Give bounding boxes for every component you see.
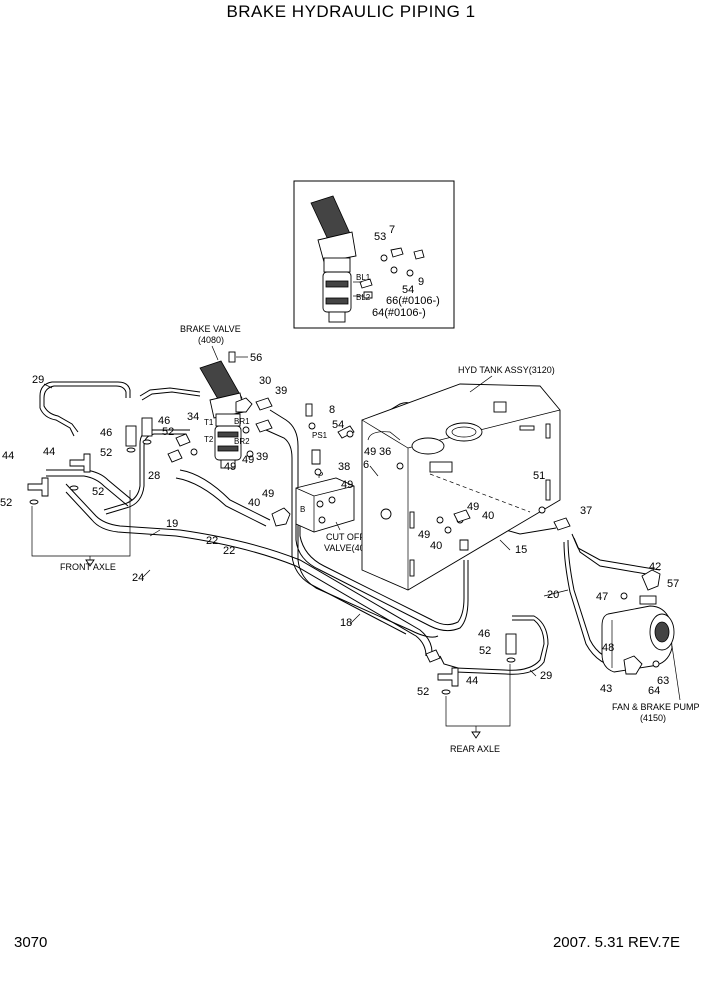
callout-36: 36 [379, 446, 391, 458]
cut-off-valve-label-2: VALVE(4060) [324, 543, 378, 553]
port-ps1-label: PS1 [312, 431, 328, 440]
callout-20: 20 [547, 589, 559, 601]
callout-6: 6 [363, 459, 369, 471]
callout-66: 66(#0106-) [386, 295, 440, 307]
page-title: BRAKE HYDRAULIC PIPING 1 [226, 2, 476, 21]
brake-valve: BRAKE VALVE (4080) T1 T2 BR1 BR2 56 [180, 324, 262, 469]
cut-off-valve: P B CUT OFF VALVE(4060) [271, 471, 378, 553]
callout-52: 52 [479, 645, 491, 657]
hyd-tank-label: HYD TANK ASSY(3120) [458, 365, 555, 375]
misc-fittings: PS1 [167, 397, 571, 663]
page-number: 3070 [14, 934, 48, 951]
callout-18: 18 [340, 617, 352, 629]
callout-22: 22 [206, 535, 218, 547]
callout-37: 37 [580, 505, 592, 517]
pump-label-2: (4150) [640, 713, 666, 723]
callout-29: 29 [32, 374, 44, 386]
inset-detail: BL1 BL2 53 7 9 54 66(#0106-) 64(#0106-) [293, 180, 455, 329]
callout-46: 46 [478, 628, 490, 640]
callout-49: 49 [364, 446, 376, 458]
callout-numbers: 30 39 29 34 46 52 46 52 8 54 49 36 38 6 … [0, 374, 679, 698]
callout-30: 30 [259, 375, 271, 387]
callout-9: 9 [418, 276, 424, 288]
callout-28: 28 [148, 470, 160, 482]
callout-49: 49 [418, 529, 430, 541]
front-axle-label: FRONT AXLE [60, 562, 116, 572]
callout-54: 54 [332, 419, 344, 431]
callout-49: 49 [467, 501, 479, 513]
port-t1-label: T1 [204, 418, 214, 427]
port-p-label: P [318, 471, 323, 480]
callout-40: 40 [430, 540, 442, 552]
callout-46: 46 [100, 427, 112, 439]
callout-43: 43 [600, 683, 612, 695]
cut-off-valve-label-1: CUT OFF [326, 532, 365, 542]
callout-39: 39 [275, 385, 287, 397]
port-bl2-label: BL2 [356, 293, 371, 302]
callout-52: 52 [92, 486, 104, 498]
callout-57: 57 [667, 578, 679, 590]
callout-44: 44 [466, 675, 478, 687]
callout-40: 40 [248, 497, 260, 509]
callout-52: 52 [0, 497, 12, 509]
callout-49: 49 [341, 479, 353, 491]
callout-40: 40 [482, 510, 494, 522]
brake-valve-label: BRAKE VALVE [180, 324, 241, 334]
callout-42: 42 [649, 561, 661, 573]
front-axle-fittings: FRONT AXLE [27, 417, 153, 572]
callout-19: 19 [166, 518, 178, 530]
callout-52: 52 [417, 686, 429, 698]
port-bl1-label: BL1 [356, 273, 371, 282]
callout-64: 64 [648, 685, 660, 697]
callout-49: 49 [262, 488, 274, 500]
callout-63: 63 [657, 675, 669, 687]
callout-44: 44 [2, 450, 14, 462]
callout-46: 46 [158, 415, 170, 427]
callout-8: 8 [329, 404, 335, 416]
callout-56: 56 [250, 352, 262, 364]
callout-51: 51 [533, 470, 545, 482]
fan-brake-pump: FAN & BRAKE PUMP (4150) [601, 569, 700, 723]
rear-axle-fittings: REAR AXLE [437, 633, 517, 754]
callout-52: 52 [162, 426, 174, 438]
hydraulic-tank: HYD TANK ASSY(3120) [361, 365, 561, 591]
rear-axle-label: REAR AXLE [450, 744, 500, 754]
callout-22: 22 [223, 545, 235, 557]
pump-label-1: FAN & BRAKE PUMP [612, 702, 700, 712]
callout-53: 53 [374, 231, 386, 243]
revision-date: 2007. 5.31 REV.7E [552, 934, 680, 951]
callout-15: 15 [515, 544, 527, 556]
callout-64: 64(#0106-) [372, 307, 426, 319]
callout-48: 48 [602, 642, 614, 654]
callout-34: 34 [187, 411, 199, 423]
callout-7: 7 [389, 224, 395, 236]
callout-49: 49 [242, 454, 254, 466]
callout-49: 49 [224, 461, 236, 473]
callout-29: 29 [540, 670, 552, 682]
callout-54: 54 [402, 284, 414, 296]
callout-39: 39 [256, 451, 268, 463]
brake-valve-code: (4080) [198, 335, 224, 345]
callout-44: 44 [43, 446, 55, 458]
callout-47: 47 [596, 591, 608, 603]
callout-38: 38 [338, 461, 350, 473]
port-br2-label: BR2 [234, 437, 250, 446]
port-t2-label: T2 [204, 435, 214, 444]
port-br1-label: BR1 [234, 417, 250, 426]
callout-52: 52 [100, 447, 112, 459]
callout-24: 24 [132, 572, 144, 584]
port-b-label: B [300, 505, 305, 514]
